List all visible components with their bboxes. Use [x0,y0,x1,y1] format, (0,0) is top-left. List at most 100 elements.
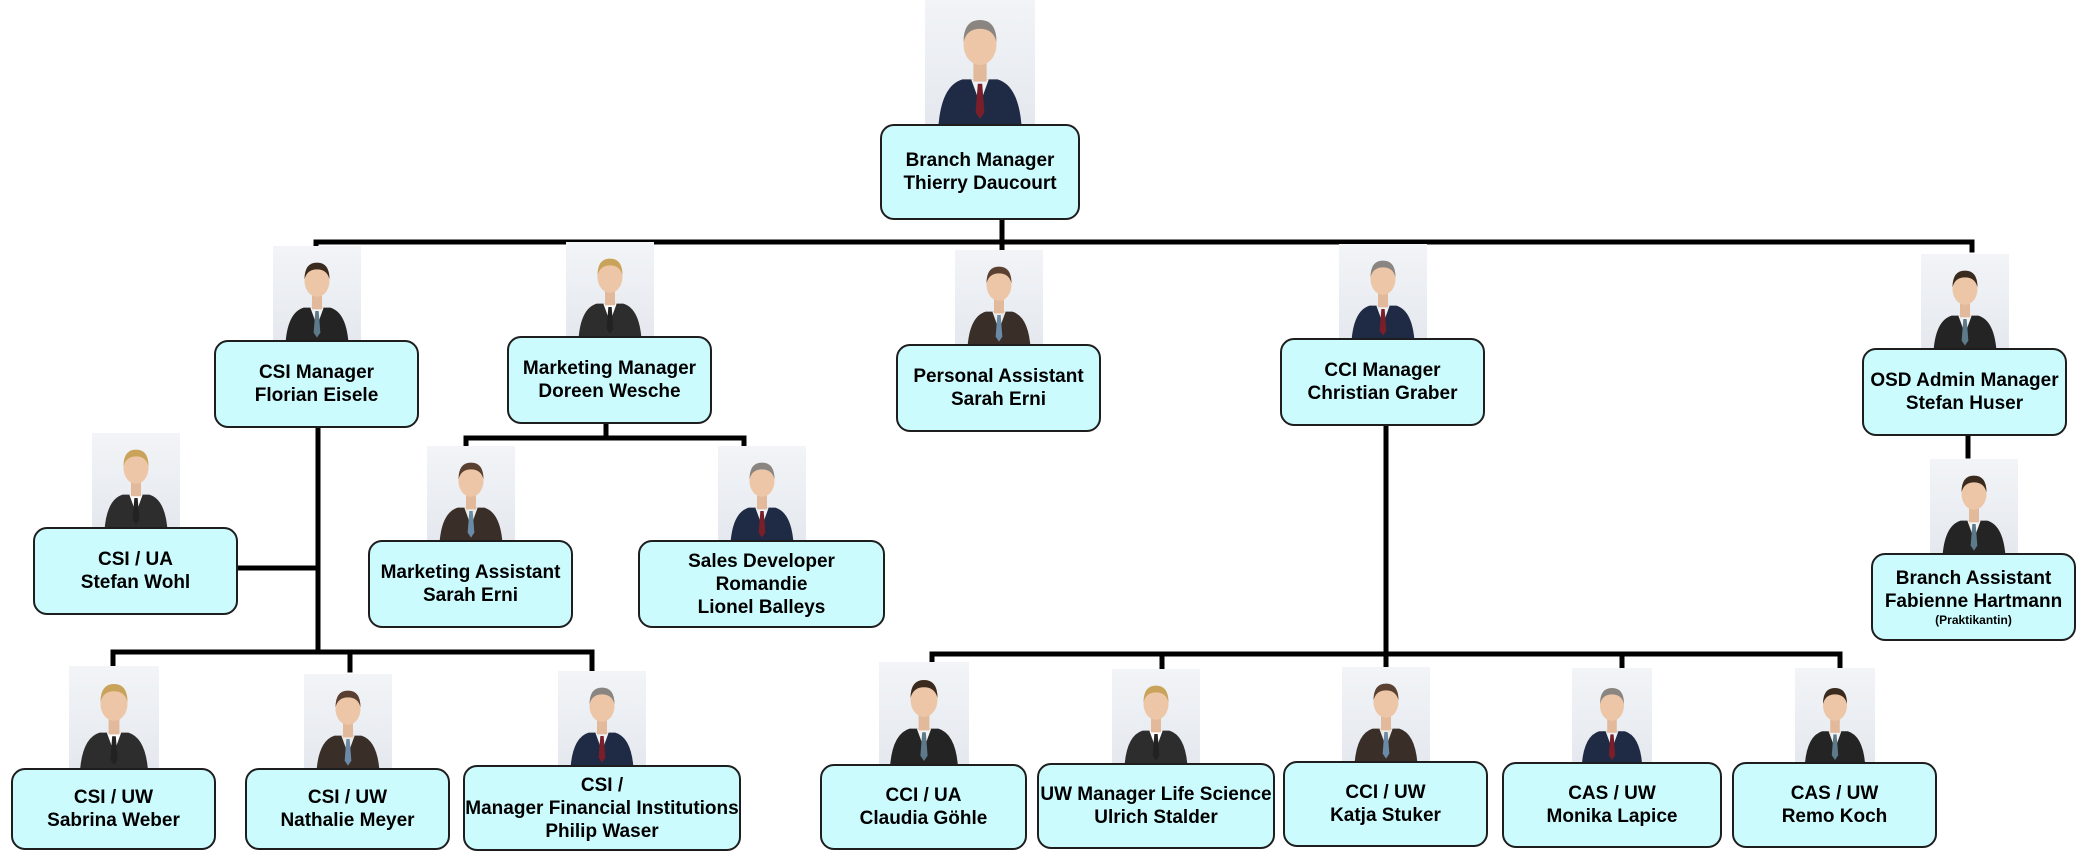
node-csi-mfi: CSI / Manager Financial Institutions Phi… [463,671,741,851]
role-label: Marketing Manager [522,358,697,379]
portrait-image [1804,688,1865,768]
person-photo [68,666,159,774]
org-box: CCI / UW Katja Stuker [1283,761,1488,847]
role-label: OSD Admin Manager [1870,370,2059,391]
node-csi-ua: CSI / UA Stefan Wohl [33,433,238,615]
person-name: Sarah Erni [422,585,519,606]
role-label: CCI / UW [1345,782,1426,803]
portrait-image [1932,270,1997,354]
node-csi-uw-sabrina: CSI / UW Sabrina Weber [11,666,216,850]
role-label: Marketing Assistant [380,562,561,583]
person-photo [717,446,806,546]
person-photo [1929,459,2018,559]
org-box: Marketing Assistant Sarah Erni [368,540,573,628]
role-label: Sales Developer Romandie [688,550,835,595]
person-photo [1572,668,1652,768]
person-name: Philip Waser [545,820,659,842]
org-box: CSI / UW Sabrina Weber [11,768,216,850]
person-photo [426,446,515,546]
person-name: Lionel Balleys [697,596,826,618]
portrait-image [966,266,1031,350]
org-box: CSI / UW Nathalie Meyer [245,768,450,850]
node-cas-uw-monika: CAS / UW Monika Lapice [1502,668,1722,848]
role-label: CSI / UW [307,787,388,808]
node-branch-manager: Branch Manager Thierry Daucourt [880,0,1080,220]
org-box: CAS / UW Remo Koch [1732,762,1937,848]
person-name: Christian Graber [1307,383,1458,404]
portrait-image [103,449,168,533]
person-photo [1794,668,1875,768]
org-box: Branch Manager Thierry Daucourt [880,124,1080,220]
person-photo [1112,669,1200,769]
person-name: Stefan Wohl [80,572,191,593]
person-photo [1341,667,1430,767]
person-name: Sabrina Weber [47,810,180,831]
node-cci-ua: CCI / UA Claudia Göhle [820,662,1027,850]
person-name: Stefan Huser [1905,393,2024,414]
role-label: Branch Assistant [1895,567,2052,589]
org-box: CCI / UA Claudia Göhle [820,764,1027,850]
role-label: CCI / UA [885,785,962,806]
org-box: OSD Admin Manager Stefan Huser [1862,348,2067,436]
role-label: CSI / UW [73,787,154,808]
node-csi-uw-nathalie: CSI / UW Nathalie Meyer [245,674,450,850]
org-box: CCI Manager Christian Graber [1280,338,1485,426]
org-box: UW Manager Life Science Ulrich Stalder [1037,763,1275,849]
node-marketing-manager: Marketing Manager Doreen Wesche [507,242,712,424]
role-label: CSI Manager [258,362,375,383]
person-photo [272,246,361,346]
portrait-image [1353,683,1418,767]
person-photo [558,671,646,771]
person-name: Doreen Wesche [538,381,681,402]
portrait-image [570,687,634,771]
person-photo [954,250,1043,350]
portrait-image [315,690,380,774]
portrait-image [79,684,148,774]
org-box: CAS / UW Monika Lapice [1502,762,1722,848]
role-label: CCI Manager [1324,360,1441,381]
role-label: Manager Financial Institutions [465,797,739,819]
role-label: CSI / [580,774,624,796]
role-label: Branch Manager [905,150,1055,171]
person-name: Remo Koch [1781,806,1888,827]
org-box: Personal Assistant Sarah Erni [896,344,1101,432]
role-label: CAS / UW [1568,783,1656,804]
node-personal-assistant: Personal Assistant Sarah Erni [896,250,1101,432]
person-photo [91,433,180,533]
person-photo [565,242,654,342]
org-box: CSI Manager Florian Eisele [214,340,419,428]
node-cci-uw: CCI / UW Katja Stuker [1283,667,1488,847]
person-name: Ulrich Stalder [1094,807,1218,828]
org-box: Marketing Manager Doreen Wesche [507,336,712,424]
person-name: Florian Eisele [254,385,379,406]
node-cci-manager: CCI Manager Christian Graber [1280,244,1485,426]
person-photo [925,0,1035,130]
portrait-image [729,462,794,546]
org-box: CSI / Manager Financial Institutions Phi… [463,765,741,851]
person-name: Thierry Daucourt [903,173,1057,194]
person-photo [878,662,969,770]
person-name: Fabienne Hartmann [1884,590,2063,612]
portrait-image [1350,260,1415,344]
person-photo [1920,254,2009,354]
portrait-image [1124,685,1188,769]
portrait-image [938,20,1022,130]
role-label: CAS / UW [1790,783,1879,804]
org-box: CSI / UA Stefan Wohl [33,527,238,615]
org-box: Branch Assistant Fabienne Hartmann (Prak… [1871,553,2076,641]
node-sales-developer: Sales Developer Romandie Lionel Balleys [638,446,885,628]
org-box: Sales Developer Romandie Lionel Balleys [638,540,885,628]
person-name: Claudia Göhle [859,808,988,829]
portrait-image [284,262,349,346]
portrait-image [1941,475,2006,559]
role-label: Personal Assistant [913,366,1084,387]
person-name: Sarah Erni [950,389,1047,410]
person-photo [1338,244,1427,344]
portrait-image [577,258,642,342]
portrait-image [438,462,503,546]
node-cas-uw-remo: CAS / UW Remo Koch [1732,668,1937,848]
portrait-image [1581,688,1643,768]
node-marketing-assistant: Marketing Assistant Sarah Erni [368,446,573,628]
role-label: CSI / UA [98,549,173,570]
node-uw-life-science: UW Manager Life Science Ulrich Stalder [1037,669,1275,849]
